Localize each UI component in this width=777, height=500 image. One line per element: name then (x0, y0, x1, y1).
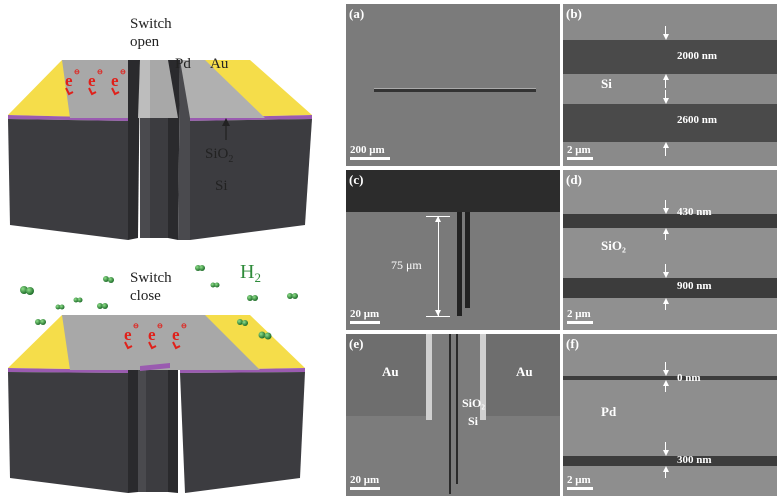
panel-b-material: Si (601, 76, 612, 91)
panel-f-width2: 300 nm (677, 454, 712, 466)
panel-e-au-left: Au (382, 364, 399, 379)
panel-b-width1: 2000 nm (677, 50, 718, 62)
panel-b-scalebar: 2 μm (567, 144, 593, 160)
h2-label: H2 (240, 261, 261, 285)
panel-a: (a) 200 μm (346, 4, 560, 166)
panel-d: (d) SiO₂ 430 nm 900 nm 2 μm (563, 170, 777, 330)
panel-e-si: Si (468, 414, 479, 428)
switch-close-label-1: Switch (130, 270, 172, 286)
panel-c: (c) 75 μm 20 μm (346, 170, 560, 330)
svg-text:⊖: ⊖ (97, 68, 103, 76)
svg-text:⊖: ⊖ (74, 68, 80, 76)
panel-c-scalebar: 20 μm (350, 308, 380, 324)
au-label: Au (210, 56, 229, 72)
panel-b: (b) Si 2000 nm 2600 nm 2 μm (563, 4, 777, 166)
device-open (8, 60, 312, 240)
panel-b-width2: 2600 nm (677, 114, 718, 126)
switch-close-label-2: close (130, 288, 161, 304)
panel-f-material: Pd (601, 404, 617, 419)
panel-e-au-right: Au (516, 364, 533, 379)
panel-f: (f) Pd 0 nm 300 nm 2 μm (563, 334, 777, 496)
electron-icons-top: e⊖ e⊖ e⊖ (65, 68, 126, 96)
panel-f-width1: 0 nm (677, 372, 701, 384)
svg-text:e: e (65, 71, 73, 90)
panel-c-depth: 75 μm (391, 258, 422, 272)
panel-d-width2: 900 nm (677, 280, 712, 292)
panel-c-label: (c) (349, 172, 364, 187)
panel-d-scalebar: 2 μm (567, 308, 593, 324)
trench-line (374, 88, 536, 92)
schematic-illustration: Switch open Pd Au SiO2 Si e⊖ e⊖ e⊖ Switc… (8, 16, 312, 493)
device-close (8, 315, 305, 493)
panel-f-label: (f) (566, 336, 579, 351)
panel-a-label: (a) (349, 6, 365, 21)
panel-e-scalebar: 20 μm (350, 474, 380, 490)
svg-text:e: e (88, 71, 96, 90)
panel-f-scalebar: 2 μm (567, 474, 593, 490)
pd-label: Pd (175, 56, 191, 72)
panel-d-material: SiO₂ (601, 238, 626, 253)
sio2-label: SiO2 (205, 146, 233, 165)
svg-text:⊖: ⊖ (157, 322, 163, 330)
panel-d-label: (d) (566, 172, 582, 187)
si-label: Si (215, 178, 228, 194)
electron-icons-bottom: e⊖ e⊖ e⊖ (124, 322, 187, 350)
panel-e: (e) Au Au SiO₂ Si 20 μm (346, 334, 560, 496)
panel-b-label: (b) (566, 6, 582, 21)
panel-a-scalebar: 200 μm (350, 144, 390, 160)
switch-open-label-2: open (130, 34, 160, 50)
svg-text:⊖: ⊖ (133, 322, 139, 330)
switch-open-label-1: Switch (130, 16, 172, 32)
panel-e-label: (e) (349, 336, 364, 351)
svg-text:e: e (124, 325, 132, 344)
panel-d-width1: 430 nm (677, 206, 712, 218)
svg-text:⊖: ⊖ (120, 68, 126, 76)
h2-molecule-icons (20, 265, 298, 340)
panel-e-sio2: SiO₂ (462, 396, 485, 410)
svg-text:e: e (111, 71, 119, 90)
svg-text:⊖: ⊖ (181, 322, 187, 330)
svg-text:e: e (172, 325, 180, 344)
svg-text:e: e (148, 325, 156, 344)
